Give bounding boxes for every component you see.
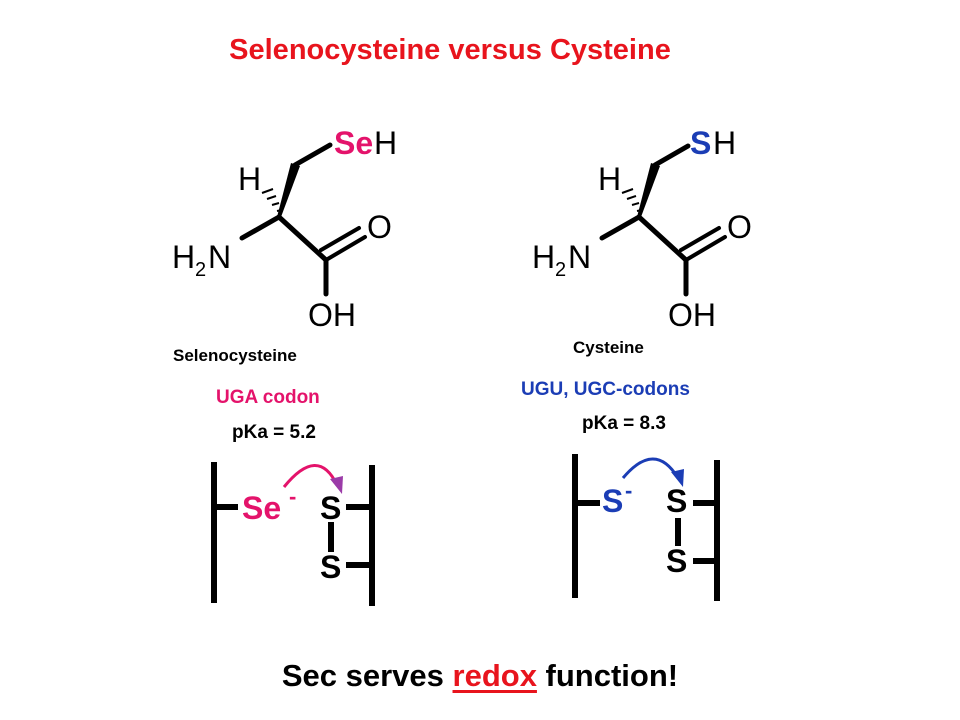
amine-n: N [568, 239, 591, 275]
thiolate-charge: - [625, 478, 632, 503]
cysteine-label: Cysteine [573, 338, 644, 357]
alpha-hydrogen: H [598, 161, 621, 197]
sulfur-top: S [320, 490, 341, 526]
ca-cooh-bond [636, 214, 689, 263]
c-o-double-bond-1 [324, 235, 367, 262]
thiolate: S [602, 483, 623, 519]
selenocysteine-structure: Se H H H 2 N O OH [172, 125, 397, 333]
sec-codon: UGA codon [216, 387, 320, 408]
c-o-double-bond-1 [684, 235, 727, 262]
selenolate: Se [242, 490, 281, 526]
conclusion-text: Sec serves redox function! [0, 658, 960, 694]
attack-arrowhead [330, 476, 343, 494]
carbonyl-oxygen: O [727, 209, 752, 245]
attack-arrowhead [671, 469, 684, 487]
sec-mechanism-diagram: Se - S S [211, 462, 375, 606]
ca-cooh-bond [276, 214, 329, 263]
selenolate-charge: - [289, 484, 296, 509]
c-o-double-bond-2 [319, 226, 361, 252]
sulfur-atom: S [690, 125, 711, 161]
cb-se-bond [292, 142, 333, 168]
conclusion-prefix: Sec serves [281, 658, 453, 693]
wedge-bond [277, 163, 300, 217]
conclusion-highlight: redox [452, 658, 537, 693]
s-hydrogen: H [713, 125, 736, 161]
c-o-double-bond-2 [679, 226, 721, 252]
selenocysteine-label: Selenocysteine [173, 346, 297, 365]
ca-n-bond [239, 214, 282, 241]
sulfur-bottom: S [320, 549, 341, 585]
amine-h: H [532, 239, 555, 275]
amine-h: H [172, 239, 195, 275]
amine-subscript: 2 [555, 259, 566, 281]
cys-pka: pKa = 8.3 [582, 413, 666, 434]
alpha-hydrogen: H [238, 161, 261, 197]
hydroxyl-group: OH [308, 297, 356, 333]
attack-arrow [621, 457, 680, 479]
cys-codons: UGU, UGC-codons [521, 379, 690, 400]
wedge-bond [637, 163, 660, 217]
hydroxyl-group: OH [668, 297, 716, 333]
sulfur-top: S [666, 483, 687, 519]
sec-pka: pKa = 5.2 [232, 422, 316, 443]
conclusion-suffix: function! [536, 658, 679, 693]
se-hydrogen: H [374, 125, 397, 161]
ca-n-bond [599, 214, 642, 241]
cys-mechanism-diagram: S - S S [572, 454, 720, 601]
amine-n: N [208, 239, 231, 275]
amine-subscript: 2 [195, 259, 206, 281]
sulfur-bottom: S [666, 543, 687, 579]
attack-arrow [282, 464, 339, 488]
selenium-atom: Se [334, 125, 373, 161]
hashed-bond [261, 188, 283, 212]
carbonyl-oxygen: O [367, 209, 392, 245]
page-title: Selenocysteine versus Cysteine [229, 34, 671, 66]
cb-s-bond [652, 143, 691, 168]
hashed-bond [621, 188, 643, 212]
cysteine-structure: S H H H 2 N O OH [532, 125, 752, 333]
